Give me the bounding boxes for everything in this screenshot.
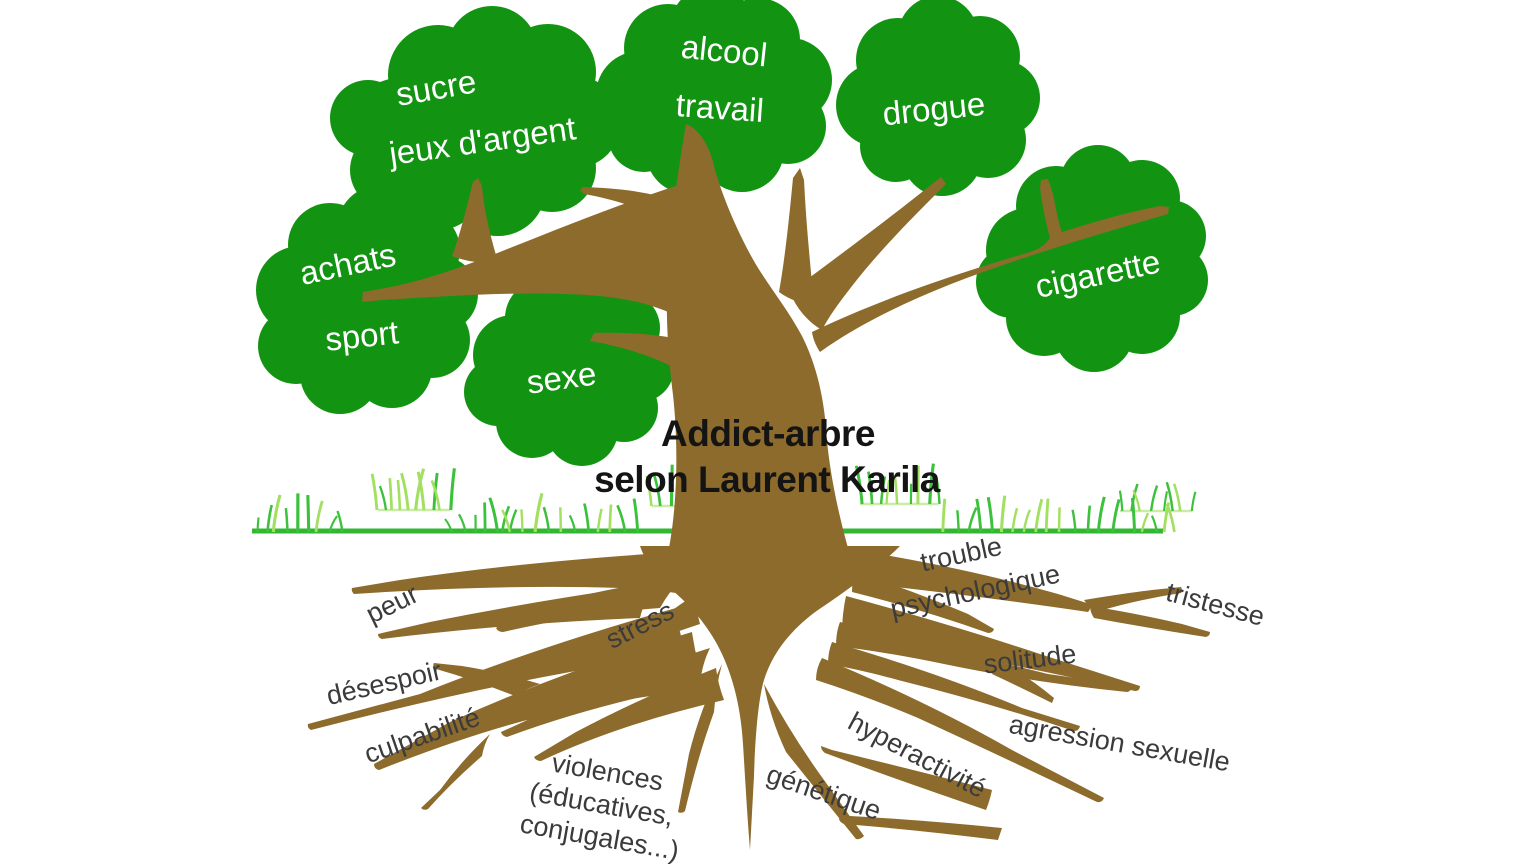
root-violences-b [534, 668, 724, 761]
root-left-c [378, 584, 656, 639]
crown-label-sport: sport [323, 313, 400, 357]
branch-sexe [590, 332, 694, 380]
root-desespoir [307, 608, 688, 730]
root-hyper-a [821, 746, 992, 810]
root-label-genetique: génétique [763, 759, 885, 826]
root-violences-a [501, 648, 710, 737]
root-tristesse-low [1090, 606, 1210, 637]
root-violences-desc [678, 664, 722, 813]
branch-cigarette [812, 179, 1169, 352]
root-agression-a [836, 622, 1132, 692]
foliage-drogue [836, 0, 1040, 196]
trunk [666, 124, 848, 548]
root-solitude [842, 596, 1140, 691]
root-label-desespoir: désespoir [324, 655, 445, 711]
root-agression-b [828, 642, 1080, 731]
root-mound [640, 546, 900, 850]
root-psy-spike [852, 572, 994, 633]
branch-spur-up [779, 168, 814, 304]
branch-sucre [452, 178, 498, 263]
title-line2: selon Laurent Karila [594, 459, 941, 500]
root-agression-c [816, 658, 1104, 803]
crown-label-alcool: alcool [679, 28, 769, 74]
root-trouble-main [842, 548, 1091, 612]
root-culpabilite [374, 632, 706, 770]
root-label-hyperactivite: hyperactivité [843, 706, 991, 804]
root-desespoir-spur [433, 663, 540, 696]
page-title: Addict-arbre selon Laurent Karila [594, 413, 941, 500]
foliage-achats-sport [256, 186, 478, 414]
root-peur-a [351, 552, 682, 594]
crown-label-travail: travail [675, 86, 765, 129]
root-hyper-b [839, 816, 1002, 840]
root-culpabilite-desc [421, 734, 490, 810]
foliage-sexe [464, 267, 674, 466]
branch-spur-left [580, 187, 662, 218]
branch-achats [362, 186, 692, 326]
trunk-and-branches [307, 124, 1210, 850]
title-line1: Addict-arbre [661, 413, 875, 454]
branch-drogue [790, 177, 946, 330]
root-tristesse-up [1084, 587, 1182, 612]
